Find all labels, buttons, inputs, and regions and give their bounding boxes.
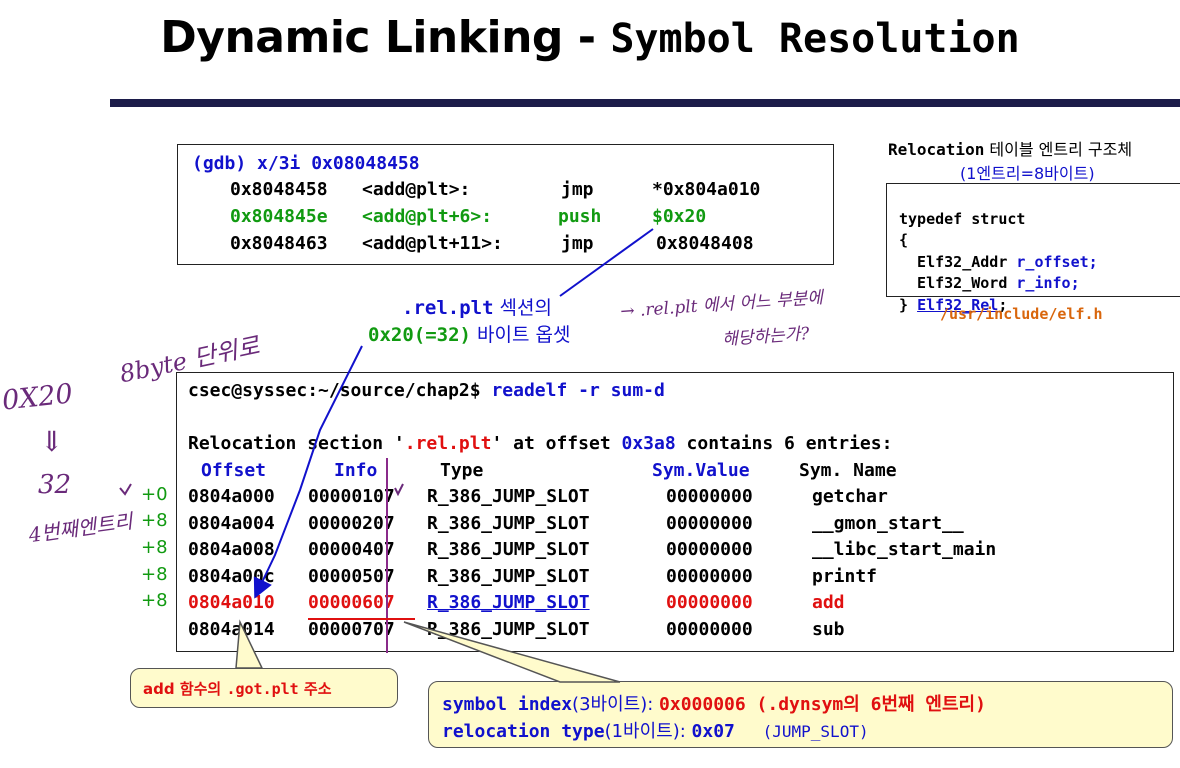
page-title: Dynamic Linking - Symbol Resolution (0, 12, 1180, 63)
check-mark (394, 483, 404, 497)
info-callout: symbol index(3바이트): 0x000006 (.dynsym의 6… (428, 681, 1173, 748)
title-rule (110, 99, 1180, 107)
col-header-offset: Offset (201, 460, 267, 481)
arrow-push-to-label (559, 228, 654, 297)
title-main: Dynamic Linking - (160, 12, 611, 63)
handwritten-arrow: ⇓ (40, 425, 64, 458)
col-header-info: Info (334, 460, 378, 481)
gdb-row-sym: <add@plt>: (362, 179, 471, 200)
gdb-row-arg: 0x8048408 (656, 233, 754, 254)
increment-label: +8 (141, 590, 168, 611)
rel-plt-label-line2: 0x20(=32) 바이트 옵셋 (368, 324, 571, 346)
struct-code: typedef struct { Elf32_Addr r_offset; El… (899, 209, 1098, 314)
rel-plt-label-line1: .rel.plt 섹션의 (402, 297, 552, 319)
info-callout-line1: symbol index(3바이트): 0x000006 (.dynsym의 6… (442, 694, 986, 715)
col-header-symname: Sym. Name (799, 460, 897, 481)
increment-label: +0 (141, 484, 168, 505)
gdb-row-arg: *0x804a010 (652, 179, 761, 200)
info-callout-line2: relocation type(1바이트): 0x07 (JUMP_SLOT) (442, 721, 869, 742)
info-callout-pointer (403, 621, 621, 683)
increment-label: +8 (141, 564, 168, 585)
gdb-row-addr: 0x8048458 (230, 179, 328, 200)
gdb-row-op: jmp (561, 179, 594, 200)
increment-label: +8 (141, 510, 168, 531)
gdb-command: (gdb) x/3i 0x08048458 (192, 153, 420, 174)
gdb-box: (gdb) x/3i 0x08048458 0x8048458 <add@plt… (177, 144, 834, 265)
struct-subheading: (1엔트리=8바이트) (960, 164, 1095, 183)
elf-h-path: /usr/include/elf.h (940, 305, 1103, 323)
gdb-row-addr: 0x804845e (230, 206, 328, 227)
struct-box: typedef struct { Elf32_Addr r_offset; El… (886, 183, 1180, 314)
got-plt-callout: add 함수의 .got.plt 주소 (130, 668, 398, 708)
gdb-row-sym: <add@plt+11>: (362, 233, 503, 254)
gdb-row-addr: 0x8048463 (230, 233, 328, 254)
increment-label: +8 (141, 537, 168, 558)
gdb-row-op: push (558, 206, 602, 227)
title-mono: Symbol Resolution (610, 16, 1020, 62)
struct-heading: Relocation 테이블 엔트리 구조체 (888, 140, 1133, 159)
handwritten-decimal: 32 (38, 470, 72, 500)
gdb-row-arg: $0x20 (652, 206, 707, 227)
col-header-type: Type (440, 460, 484, 481)
readelf-box: csec@syssec:~/source/chap2$ readelf -r s… (176, 372, 1174, 652)
arrow-label-to-offset (253, 345, 363, 599)
got-callout-pointer (235, 619, 264, 669)
check-mark (119, 483, 132, 496)
gdb-row-op: jmp (561, 233, 594, 254)
shell-prompt-line: csec@syssec:~/source/chap2$ readelf -r s… (188, 380, 665, 401)
col-header-symval: Sym.Value (652, 460, 750, 481)
gdb-row-sym: <add@plt+6>: (362, 206, 493, 227)
section-heading: Relocation section '.rel.plt' at offset … (188, 433, 893, 454)
